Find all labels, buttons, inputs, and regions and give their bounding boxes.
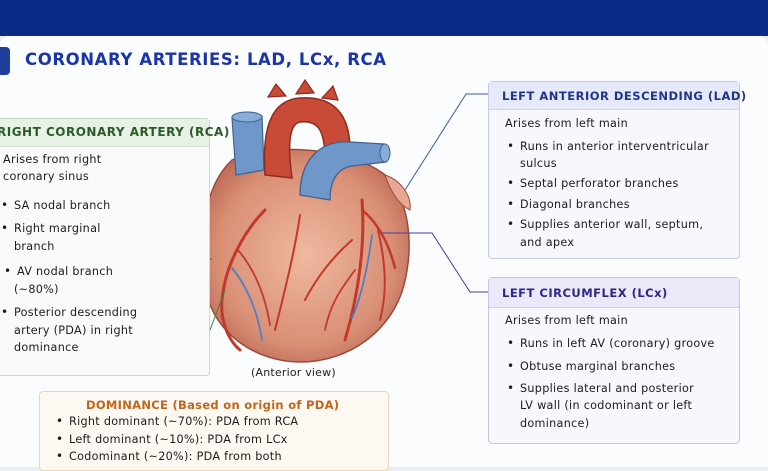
rca-intro-line-2: coronary sinus bbox=[3, 170, 90, 183]
dominance-item-left: Left dominant (~10%): PDA from LCx bbox=[56, 431, 288, 448]
lcx-item-supplies-line-3: dominance) bbox=[520, 417, 590, 430]
view-label: (Anterior view) bbox=[251, 366, 336, 379]
lcx-item-av-groove: Runs in left AV (coronary) groove bbox=[507, 335, 715, 352]
pulmonary-trunk bbox=[299, 141, 391, 201]
page-title: CORONARY ARTERIES: LAD, LCx, RCA bbox=[25, 50, 387, 69]
lad-item-diagonal: Diagonal branches bbox=[507, 196, 630, 213]
rca-item-pda-line-2: artery (PDA) in right bbox=[14, 324, 133, 337]
dominance-heading: DOMINANCE (Based on origin of PDA) bbox=[86, 398, 340, 412]
lcx-heading: LEFT CIRCUMFLEX (LCx) bbox=[489, 278, 739, 308]
lad-heading: LEFT ANTERIOR DESCENDING (LAD) bbox=[489, 82, 746, 110]
rca-item-right-marginal-line-2: branch bbox=[14, 240, 55, 253]
lcx-item-supplies-line-2: LV wall (in codominant or left bbox=[520, 399, 693, 412]
lcx-intro: Arises from left main bbox=[505, 314, 628, 327]
lad-intro: Arises from left main bbox=[505, 117, 628, 130]
superior-vena-cava bbox=[231, 111, 265, 176]
lad-item-interventricular: Runs in anterior interventricular bbox=[507, 138, 709, 155]
rca-item-right-marginal: Right marginal bbox=[1, 220, 101, 237]
header-bar bbox=[0, 0, 768, 36]
rca-item-pda-line-3: dominance bbox=[14, 341, 79, 354]
rca-item-sa-nodal: SA nodal branch bbox=[1, 197, 110, 214]
lad-item-septal: Septal perforator branches bbox=[507, 175, 679, 192]
rca-panel: RIGHT CORONARY ARTERY (RCA) bbox=[0, 118, 229, 376]
rca-item-pda: Posterior descending bbox=[1, 304, 137, 321]
lad-item-interventricular-line-2: sulcus bbox=[520, 157, 557, 170]
dominance-item-codominant: Codominant (~20%): PDA from both bbox=[56, 448, 282, 465]
rca-item-av-nodal-line-2: (~80%) bbox=[14, 283, 59, 296]
rca-item-av-nodal: AV nodal branch bbox=[4, 263, 113, 280]
rca-heading: RIGHT CORONARY ARTERY (RCA) bbox=[0, 119, 229, 147]
title-accent-bar bbox=[0, 47, 10, 75]
rca-intro-line-1: Arises from right bbox=[3, 153, 102, 166]
lad-item-supplies-line-2: and apex bbox=[520, 236, 575, 249]
lcx-item-obtuse-marginal: Obtuse marginal branches bbox=[507, 358, 675, 375]
dominance-item-right: Right dominant (~70%): PDA from RCA bbox=[56, 413, 298, 430]
lad-item-supplies: Supplies anterior wall, septum, bbox=[507, 216, 703, 233]
lcx-item-supplies: Supplies lateral and posterior bbox=[507, 380, 694, 397]
